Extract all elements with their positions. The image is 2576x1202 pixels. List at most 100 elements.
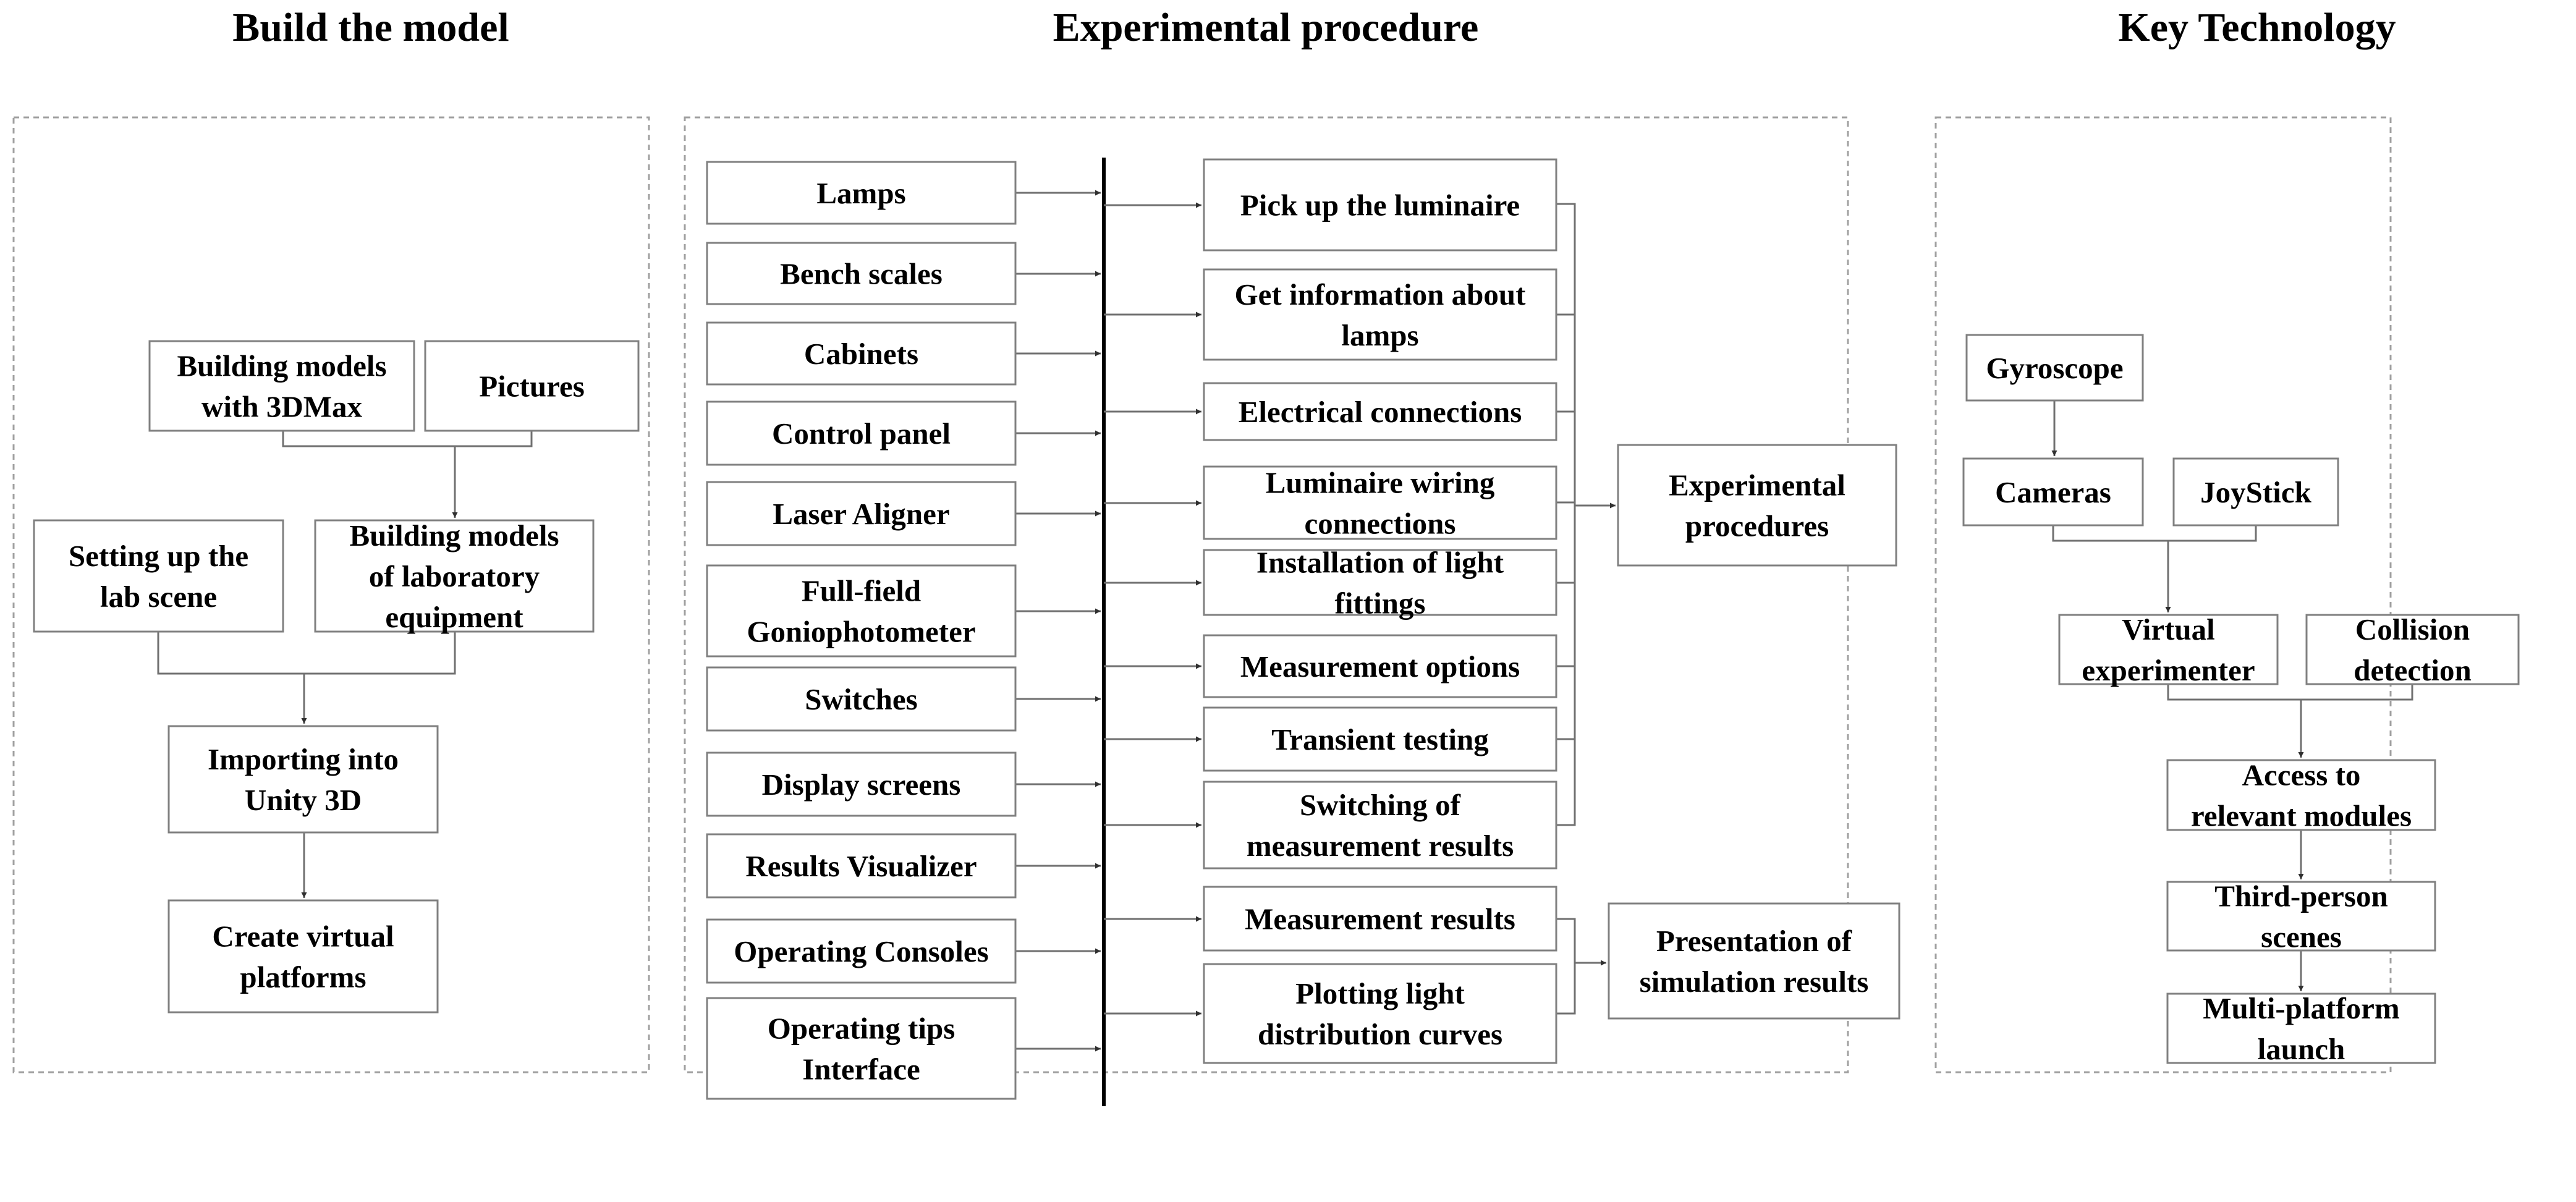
results-bracket	[1556, 918, 1576, 1015]
node-input-switches: Switches	[706, 666, 1017, 732]
node-multi-platform-launch: Multi-platform launch	[2166, 991, 2436, 1066]
node-input-lamps-box	[706, 161, 1017, 225]
node-multi-platform-launch-label-line: launch	[2258, 1032, 2345, 1066]
node-input-control-panel: Control panel	[706, 400, 1017, 466]
node-building-models-3dmax-label-line: Building models	[177, 349, 386, 383]
panel-build	[12, 116, 650, 1073]
node-virtual-experimenter-box	[2058, 614, 2279, 685]
node-setting-up-lab-scene-label-line: Setting up the	[69, 539, 248, 573]
node-step-luminaire-wiring-connections: Luminaire wiring connections	[1203, 465, 1557, 541]
node-gyroscope: Gyroscope	[1965, 334, 2144, 402]
node-step-switching-measurement-results-box	[1203, 781, 1557, 870]
steps-bracket	[1556, 203, 1576, 826]
node-create-virtual-platforms-box	[167, 899, 439, 1014]
node-create-virtual-platforms-label-line: Create virtual	[212, 920, 394, 954]
node-building-models-lab-equipment-label-line: Building models	[349, 518, 559, 552]
merge-line	[2167, 684, 2413, 701]
node-step-luminaire-wiring-connections-box	[1203, 465, 1557, 540]
node-step-electrical-connections-box	[1203, 382, 1557, 441]
header-key-technology: Key Technology	[2118, 5, 2396, 50]
node-step-measurement-options-box	[1203, 634, 1557, 698]
node-importing-into-unity-label-line: Importing into	[208, 742, 399, 776]
node-setting-up-lab-scene-box	[33, 519, 284, 633]
node-virtual-experimenter-label-line: Virtual	[2122, 612, 2215, 646]
node-input-laser-aligner-label-line: Laser Aligner	[773, 497, 949, 531]
node-step-measurement-results: Measurement results	[1203, 886, 1557, 952]
merge-line	[2052, 525, 2257, 542]
node-joystick: JoyStick	[2172, 457, 2339, 527]
node-collision-detection-label-line: detection	[2354, 653, 2472, 687]
node-pictures-box	[424, 340, 640, 432]
node-importing-into-unity-box	[167, 725, 439, 834]
node-input-bench-scales-label-line: Bench scales	[780, 257, 943, 291]
node-input-display-screens-box	[706, 751, 1017, 817]
header-build-the-model: Build the model	[232, 5, 509, 50]
node-step-plotting-light-distribution-curves-label-line: distribution curves	[1258, 1017, 1502, 1051]
node-joystick-box	[2172, 457, 2339, 527]
node-output-experimental-procedures-label-line: procedures	[1685, 509, 1829, 543]
node-input-operating-consoles-box	[706, 918, 1017, 984]
header-experimental-procedure: Experimental procedure	[1053, 5, 1479, 50]
node-step-measurement-options-label-line: Measurement options	[1240, 650, 1520, 684]
node-step-pick-up-luminaire-box	[1203, 158, 1557, 252]
node-input-operating-consoles: Operating Consoles	[706, 918, 1017, 984]
node-input-results-visualizer-label-line: Results Visualizer	[745, 849, 977, 883]
node-joystick-label-line: JoyStick	[2200, 475, 2311, 509]
node-step-get-information-about-lamps-box	[1203, 268, 1557, 361]
node-pictures-label-line: Pictures	[479, 370, 585, 404]
node-input-operating-tips-interface-box	[706, 997, 1017, 1100]
node-step-plotting-light-distribution-curves: Plotting light distribution curves	[1203, 963, 1557, 1064]
node-virtual-experimenter-label-line: experimenter	[2082, 653, 2255, 687]
node-multi-platform-launch-label-line: Multi-platform	[2203, 991, 2399, 1025]
node-step-get-information-about-lamps-label-line: lamps	[1341, 318, 1418, 352]
node-third-person-scenes-box	[2166, 881, 2436, 952]
node-input-operating-tips-interface-label-line: Interface	[802, 1052, 920, 1086]
node-step-installation-of-light-fittings-label-line: fittings	[1335, 586, 1426, 620]
node-step-luminaire-wiring-connections-label-line: Luminaire wiring	[1266, 466, 1495, 500]
node-input-operating-consoles-label-line: Operating Consoles	[734, 934, 988, 968]
node-input-control-panel-label-line: Control panel	[772, 417, 951, 451]
node-step-transient-testing-box	[1203, 706, 1557, 772]
node-create-virtual-platforms-label-line: platforms	[240, 960, 366, 994]
node-input-operating-tips-interface-label-line: Operating tips	[768, 1012, 955, 1046]
node-step-plotting-light-distribution-curves-label-line: Plotting light	[1295, 976, 1465, 1010]
node-access-to-relevant-modules-label-line: relevant modules	[2191, 799, 2412, 833]
node-create-virtual-platforms: Create virtual platforms	[167, 899, 439, 1014]
node-step-electrical-connections: Electrical connections	[1203, 382, 1557, 441]
node-input-laser-aligner-box	[706, 481, 1017, 546]
node-input-display-screens: Display screens	[706, 751, 1017, 817]
panel-key	[1934, 116, 2392, 1073]
node-input-switches-label-line: Switches	[805, 682, 917, 716]
node-input-full-field-goniophotometer-label-line: Full-field	[802, 574, 921, 608]
node-virtual-experimenter: Virtual experimenter	[2058, 612, 2279, 687]
node-building-models-3dmax-label-line: with 3DMax	[201, 390, 362, 424]
node-input-full-field-goniophotometer-label-line: Goniophotometer	[747, 615, 975, 649]
node-step-luminaire-wiring-connections-label-line: connections	[1305, 507, 1456, 541]
node-input-control-panel-box	[706, 400, 1017, 466]
panel-procedure	[684, 116, 1849, 1073]
node-third-person-scenes-label-line: scenes	[2261, 920, 2342, 954]
node-step-measurement-options: Measurement options	[1203, 634, 1557, 698]
node-step-measurement-results-label-line: Measurement results	[1245, 902, 1515, 936]
node-collision-detection-box	[2305, 614, 2520, 685]
node-step-get-information-about-lamps-label-line: Get information about	[1235, 277, 1527, 311]
merge-line	[282, 431, 533, 447]
node-step-pick-up-luminaire: Pick up the luminaire	[1203, 158, 1557, 252]
node-building-models-3dmax-box	[148, 340, 415, 432]
node-step-switching-measurement-results-label-line: measurement results	[1247, 829, 1514, 863]
node-third-person-scenes-label-line: Third-person	[2214, 879, 2387, 913]
node-third-person-scenes: Third-person scenes	[2166, 879, 2436, 954]
node-step-installation-of-light-fittings-box	[1203, 549, 1557, 616]
node-step-pick-up-luminaire-label-line: Pick up the luminaire	[1240, 188, 1520, 222]
node-gyroscope-label-line: Gyroscope	[1986, 351, 2123, 385]
node-cameras-box	[1962, 457, 2144, 527]
node-input-display-screens-label-line: Display screens	[762, 768, 961, 802]
node-input-lamps: Lamps	[706, 161, 1017, 225]
